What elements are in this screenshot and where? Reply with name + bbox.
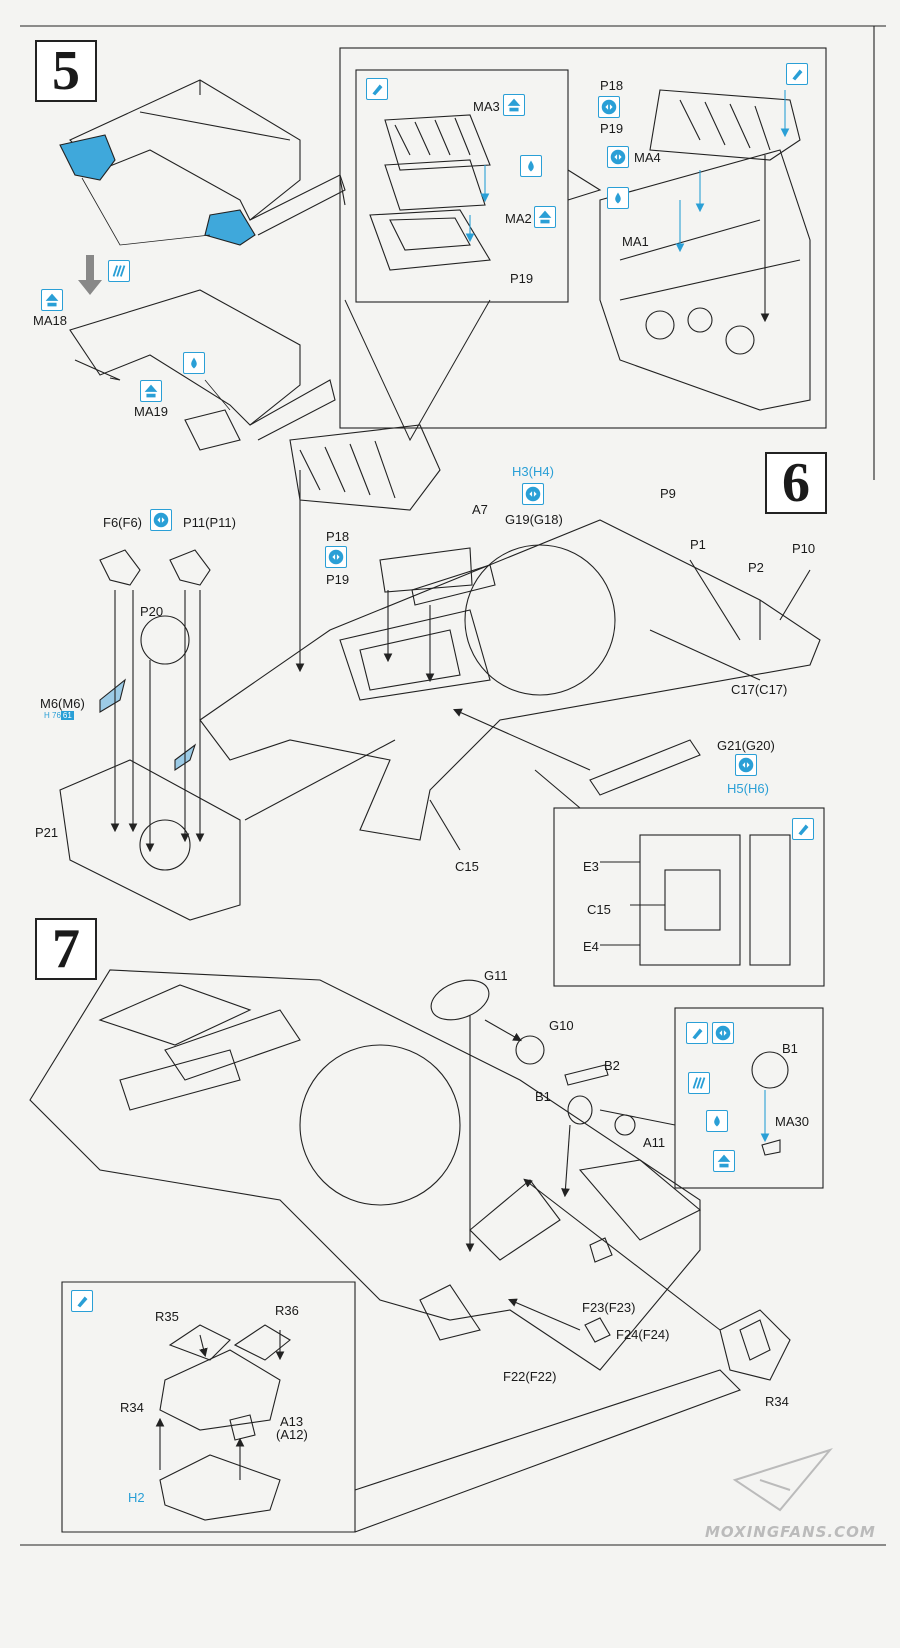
step5-highlight-right — [204, 209, 256, 246]
label-c17: C17(C17) — [731, 682, 788, 697]
label-r36: R36 — [275, 1303, 299, 1318]
inset-frame-c15 — [553, 807, 825, 987]
label-a7: A7 — [472, 502, 488, 517]
label-h3: H3(H4) — [512, 464, 554, 479]
label-p11: P11(P11) — [183, 515, 236, 530]
flip-icon — [713, 1150, 735, 1172]
glue-icon — [520, 155, 542, 177]
label-ma19: MA19 — [134, 404, 168, 419]
label-p9: P9 — [660, 486, 676, 501]
label-g10: G10 — [549, 1018, 574, 1033]
flip-icon — [140, 380, 162, 402]
cut-icon — [108, 260, 130, 282]
glue-icon — [183, 352, 205, 374]
label-p20: P20 — [140, 604, 164, 619]
option-icon — [150, 509, 172, 531]
label-g11: G11 — [484, 968, 508, 983]
step5-highlight-left — [59, 134, 116, 181]
label-a13: A13 — [280, 1414, 304, 1429]
label-p18: P18 — [326, 529, 350, 544]
label-ma4: MA4 — [634, 150, 661, 165]
step7-hull — [29, 969, 701, 1371]
paint-icon — [366, 78, 388, 100]
inset-frame-engine — [339, 47, 827, 429]
step-number-7: 7 — [35, 918, 97, 980]
label-ma2: MA2 — [505, 211, 532, 226]
flip-icon — [503, 94, 525, 116]
step-number-6: 6 — [765, 452, 827, 514]
label-p18-top: P18 — [600, 78, 624, 93]
label-b1-inset: B1 — [782, 1041, 798, 1056]
callout-wedge — [344, 299, 491, 442]
label-f22: F22(F22) — [503, 1369, 557, 1384]
label-p19: P19 — [326, 572, 350, 587]
flip-icon — [41, 289, 63, 311]
label-a11: A11 — [643, 1135, 666, 1150]
watermark-text: MOXINGFANS.COM — [705, 1523, 876, 1541]
label-ma18: MA18 — [33, 313, 67, 328]
label-p21: P21 — [35, 825, 59, 840]
label-ma1: MA1 — [622, 234, 649, 249]
label-p10: P10 — [792, 541, 816, 556]
label-r34: R34 — [765, 1394, 789, 1409]
watermark-plane-icon — [732, 1448, 833, 1512]
label-f24: F24(F24) — [616, 1327, 670, 1342]
label-r34-inset: R34 — [120, 1400, 144, 1415]
label-g19: G19(G18) — [505, 512, 563, 527]
label-p19-inset: P19 — [510, 271, 534, 286]
paint-icon — [71, 1290, 93, 1312]
glue-icon — [706, 1110, 728, 1132]
label-a12: (A12) — [276, 1427, 308, 1442]
inset-sub-frame — [355, 69, 569, 303]
label-e4: E4 — [583, 939, 599, 954]
label-c15-inset: C15 — [587, 902, 611, 917]
label-p1: P1 — [690, 537, 706, 552]
label-f6: F6(F6) — [103, 515, 142, 530]
label-p2: P2 — [748, 560, 764, 575]
option-icon — [522, 483, 544, 505]
cut-icon — [688, 1072, 710, 1094]
step6-plate-p21 — [59, 759, 241, 921]
down-arrow — [78, 255, 102, 295]
option-icon — [325, 546, 347, 568]
paint-icon — [786, 63, 808, 85]
label-c15: C15 — [455, 859, 479, 874]
step6-hull — [199, 519, 821, 841]
label-ma3: MA3 — [473, 99, 500, 114]
option-icon — [712, 1022, 734, 1044]
paint-icon — [792, 818, 814, 840]
label-h5: H5(H6) — [727, 781, 769, 796]
label-g21: G21(G20) — [717, 738, 775, 753]
label-m6: M6(M6) — [40, 696, 85, 711]
flip-icon — [534, 206, 556, 228]
glue-icon — [607, 187, 629, 209]
inset-frame-r34 — [61, 1281, 356, 1533]
label-e3: E3 — [583, 859, 599, 874]
label-b2: B2 — [604, 1058, 620, 1073]
label-b1: B1 — [535, 1089, 551, 1104]
label-ma30: MA30 — [775, 1114, 809, 1129]
label-h2: H2 — [128, 1490, 145, 1505]
inset-frame-b1 — [674, 1007, 824, 1189]
step5-hull-top — [69, 79, 346, 236]
step5-hull-second — [69, 289, 336, 451]
engine-deck-right — [649, 89, 801, 161]
option-icon — [598, 96, 620, 118]
label-p19-top: P19 — [600, 121, 624, 136]
label-r35: R35 — [155, 1309, 179, 1324]
step-number-5: 5 — [35, 40, 97, 102]
label-f23: F23(F23) — [582, 1300, 636, 1315]
option-icon — [735, 754, 757, 776]
option-icon — [607, 146, 629, 168]
paint-icon — [686, 1022, 708, 1044]
step6-engine-deck — [289, 424, 441, 511]
